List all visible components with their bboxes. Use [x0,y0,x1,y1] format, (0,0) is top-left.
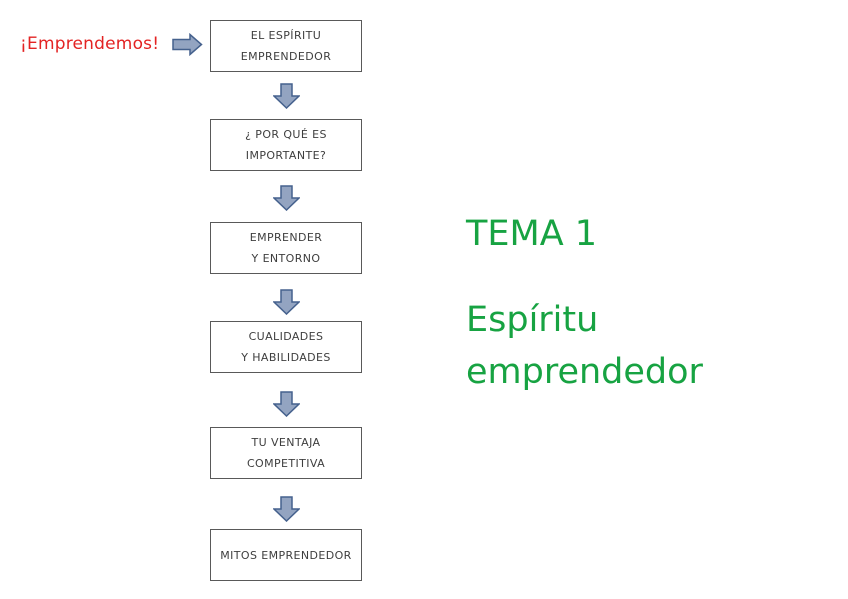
flow-box-text: CUALIDADES [248,330,324,343]
flow-box-text: Y ENTORNO [251,252,321,265]
flow-box-text: Y HABILIDADES [241,351,331,364]
flow-box-por-que-es-importante: ¿ POR QUÉ ES IMPORTANTE? [210,119,362,171]
flow-box-cualidades-y-habilidades: CUALIDADES Y HABILIDADES [210,321,362,373]
flow-box-tu-ventaja-competitiva: TU VENTAJA COMPETITIVA [210,427,362,479]
down-block-arrow-icon [273,289,300,315]
flow-box-emprender-y-entorno: EMPRENDER Y ENTORNO [210,222,362,274]
flow-box-text: MITOS EMPRENDEDOR [220,548,352,562]
right-block-arrow-icon [172,33,203,56]
subtitle-line: emprendedor [466,352,703,392]
emprendemos-callout-label: ¡Emprendemos! [20,34,160,54]
tema-heading: TEMA 1 [466,214,598,254]
down-block-arrow-icon [273,391,300,417]
flow-box-text: EMPRENDER [249,231,323,244]
flow-box-text: EL ESPÍRITU [250,29,322,42]
flow-box-text: ¿ POR QUÉ ES [245,128,327,141]
down-block-arrow-icon [273,83,300,109]
flow-box-mitos-emprendedor: MITOS EMPRENDEDOR [210,529,362,581]
subtitle-line: Espíritu [466,300,599,340]
flow-box-text: IMPORTANTE? [245,149,327,162]
flow-box-text: COMPETITIVA [246,457,326,470]
down-block-arrow-icon [273,496,300,522]
flow-box-espiritu-emprendedor: EL ESPÍRITU EMPRENDEDOR [210,20,362,72]
subtitle-block: Espíritu emprendedor [466,294,703,398]
down-block-arrow-icon [273,185,300,211]
flow-box-text: TU VENTAJA [251,436,321,449]
flow-box-text: EMPRENDEDOR [240,50,332,63]
